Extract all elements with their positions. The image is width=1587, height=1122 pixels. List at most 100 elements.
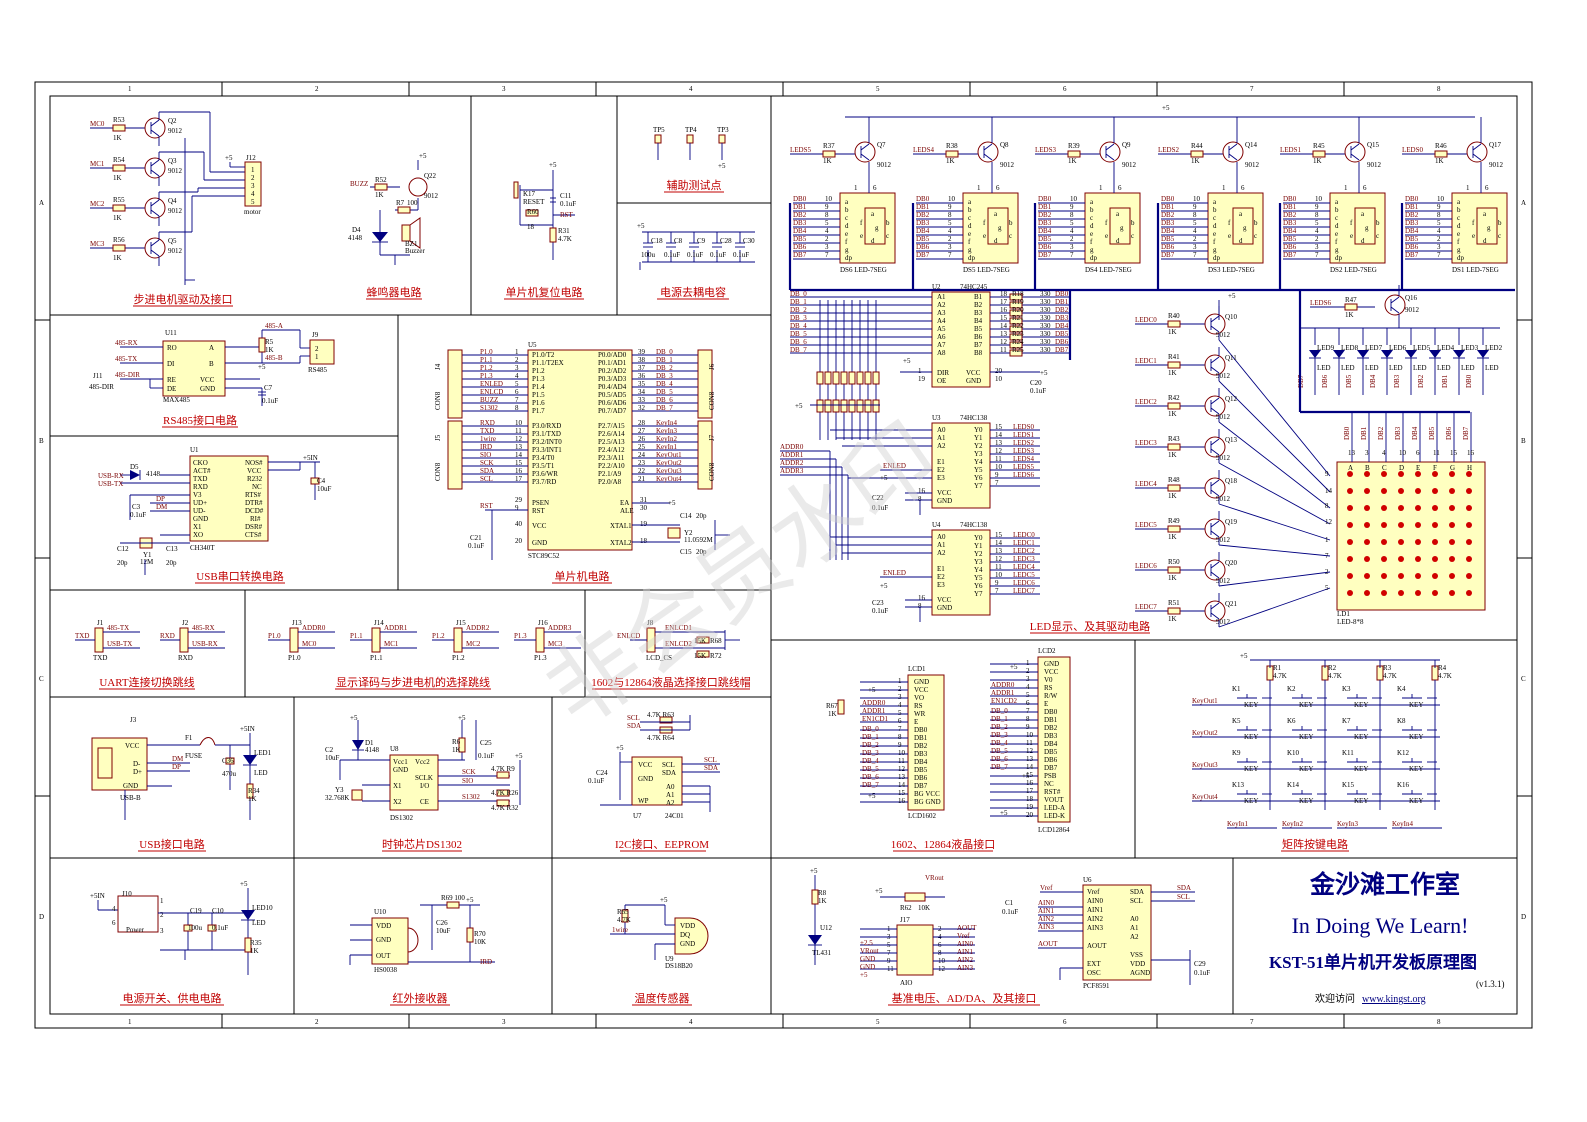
svg-text:DB_5: DB_5 — [790, 330, 807, 338]
svg-text:0.1uF: 0.1uF — [478, 752, 494, 760]
svg-text:ACT#: ACT# — [193, 467, 211, 475]
svg-text:B6: B6 — [974, 333, 983, 341]
svg-text:+5: +5 — [350, 714, 358, 722]
section-title-decoder-jumper: 显示译码与步进电机的选择跳线 — [336, 675, 490, 689]
svg-text:ADDR0: ADDR0 — [862, 699, 886, 707]
svg-text:P1.1: P1.1 — [370, 654, 383, 662]
svg-text:b: b — [968, 206, 972, 214]
svg-text:330: 330 — [1040, 290, 1051, 298]
svg-text:DB4: DB4 — [916, 227, 930, 235]
svg-text:J4: J4 — [434, 363, 442, 370]
svg-text:9: 9 — [1026, 723, 1030, 731]
svg-text:C9: C9 — [697, 237, 706, 245]
svg-text:DE: DE — [167, 385, 176, 393]
svg-text:12: 12 — [1325, 518, 1333, 526]
svg-text:U5: U5 — [528, 341, 537, 349]
ruler-col: 5 — [876, 85, 880, 93]
svg-text:R23: R23 — [1012, 330, 1024, 338]
svg-text:A5: A5 — [937, 325, 946, 333]
svg-text:10: 10 — [515, 419, 523, 427]
svg-text:SDA: SDA — [627, 722, 641, 730]
svg-text:DB_5: DB_5 — [862, 765, 879, 773]
svg-text:RST#: RST# — [1044, 788, 1061, 796]
svg-text:CON8: CON8 — [708, 462, 716, 481]
svg-text:X1: X1 — [193, 523, 202, 531]
svg-text:2: 2 — [898, 685, 902, 693]
svg-text:10: 10 — [1193, 195, 1201, 203]
svg-text:DB5: DB5 — [1345, 374, 1353, 388]
svg-text:DB4: DB4 — [1161, 227, 1175, 235]
svg-text:R1: R1 — [1273, 664, 1282, 672]
svg-text:AIN0: AIN0 — [957, 940, 973, 948]
website-link[interactable]: www.kingst.org — [1362, 994, 1426, 1005]
svg-text:KEY: KEY — [1299, 733, 1313, 741]
svg-text:5: 5 — [1193, 219, 1197, 227]
svg-text:E: E — [914, 718, 918, 726]
svg-text:LCD_CS: LCD_CS — [646, 654, 672, 662]
crystal-label: 11.0592M — [684, 536, 713, 544]
svg-text:8: 8 — [1325, 502, 1329, 510]
svg-text:7: 7 — [1437, 251, 1441, 259]
svg-text:4.7K R63: 4.7K R63 — [647, 711, 675, 719]
svg-text:C30: C30 — [743, 237, 755, 245]
svg-text:1: 1 — [1026, 659, 1030, 667]
svg-text:DB2: DB2 — [1038, 211, 1052, 219]
svg-text:U6: U6 — [1083, 876, 1092, 884]
svg-text:R2: R2 — [1328, 664, 1337, 672]
rtc-section: U8 Vcc1 GND X1 X2 Vcc2 SCLK I/O CE DS130… — [325, 714, 523, 822]
svg-text:1K: 1K — [265, 346, 274, 354]
svg-text:10uF: 10uF — [325, 754, 340, 762]
svg-text:f: f — [968, 238, 971, 246]
svg-text:12: 12 — [515, 435, 523, 443]
svg-text:9012: 9012 — [1216, 454, 1231, 462]
lcd-jumper-section: J8 LCD_CS ENLCD ENLCD1 ENLCD2 15K R68 15… — [617, 619, 740, 662]
svg-text:J3: J3 — [130, 716, 137, 724]
svg-text:DB7: DB7 — [1044, 764, 1058, 772]
svg-text:Y2: Y2 — [974, 550, 983, 558]
svg-text:c: c — [1131, 232, 1134, 240]
svg-text:SCL: SCL — [627, 714, 640, 722]
svg-text:f: f — [1105, 219, 1108, 227]
key-label: K5 — [1232, 717, 1241, 725]
svg-text:R24: R24 — [1012, 338, 1024, 346]
key-out-net: KeyOut1 — [1192, 697, 1218, 705]
svg-text:VCC: VCC — [1044, 668, 1059, 676]
svg-text:ADDR0: ADDR0 — [991, 681, 1015, 689]
buzzer-section: BUZZ R52 1K Q22 9012 R7 100 D4 4148 BZ1 … — [348, 152, 439, 265]
svg-text:KEY: KEY — [1409, 701, 1423, 709]
svg-text:10: 10 — [1399, 449, 1407, 457]
svg-text:13: 13 — [1000, 330, 1008, 338]
svg-text:EN1CD2: EN1CD2 — [991, 697, 1018, 705]
svg-text:4.7K: 4.7K — [1328, 672, 1342, 680]
svg-text:40: 40 — [515, 520, 523, 528]
svg-text:0.1uF: 0.1uF — [130, 511, 146, 519]
svg-text:RS485: RS485 — [308, 366, 328, 374]
mcu-right-net: KeyIn4 — [656, 419, 677, 427]
svg-text:R43: R43 — [1168, 435, 1180, 443]
svg-text:3: 3 — [825, 243, 829, 251]
svg-text:C19: C19 — [190, 907, 202, 915]
svg-text:12: 12 — [1026, 747, 1034, 755]
svg-text:+5: +5 — [875, 887, 883, 895]
ld1-name: LED-8*8 — [1337, 618, 1364, 626]
svg-text:2: 2 — [825, 235, 829, 243]
svg-text:TXD: TXD — [93, 654, 107, 662]
svg-text:7: 7 — [1315, 251, 1319, 259]
stepper-net: MC1 — [90, 160, 105, 168]
u3-output-net: LEDS4 — [1013, 455, 1035, 463]
svg-text:+5: +5 — [668, 499, 676, 507]
svg-text:+5: +5 — [458, 714, 466, 722]
ruler-col: 1 — [128, 85, 132, 93]
svg-text:4: 4 — [1026, 683, 1030, 691]
svg-text:5: 5 — [251, 198, 255, 206]
svg-text:J6: J6 — [708, 363, 716, 370]
svg-text:A1: A1 — [1130, 924, 1139, 932]
svg-text:c: c — [1213, 214, 1216, 222]
svg-text:U11: U11 — [165, 329, 177, 337]
svg-text:9012: 9012 — [424, 192, 439, 200]
svg-text:R35: R35 — [250, 939, 262, 947]
svg-text:LEDS6: LEDS6 — [1310, 299, 1332, 307]
svg-text:0.1uF: 0.1uF — [1194, 969, 1210, 977]
svg-text:6: 6 — [1485, 184, 1489, 192]
svg-text:e: e — [1472, 232, 1475, 240]
